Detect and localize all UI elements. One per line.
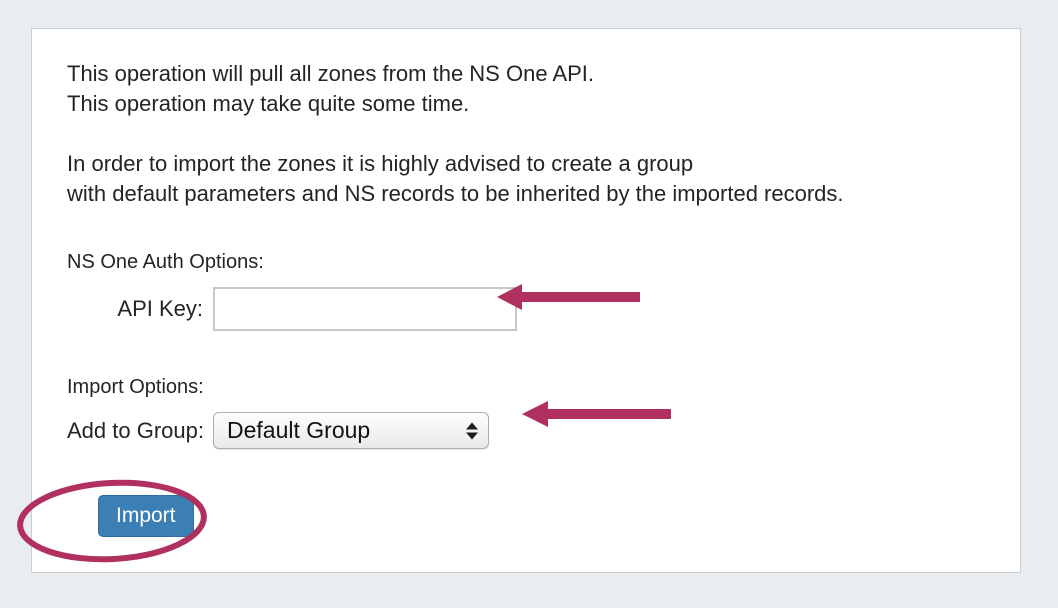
add-to-group-selected-value: Default Group <box>227 417 371 443</box>
api-key-label: API Key: <box>117 296 203 321</box>
intro-paragraph-1: This operation will pull all zones from … <box>67 61 595 116</box>
add-to-group-select[interactable]: Default Group <box>213 412 489 449</box>
api-key-input[interactable] <box>213 287 517 331</box>
add-to-group-select-wrap: Default Group <box>213 412 489 449</box>
panel-inner: This operation will pull all zones from … <box>67 59 1000 537</box>
add-to-group-label: Add to Group: <box>67 417 204 443</box>
api-key-row: API Key: <box>67 287 1000 331</box>
intro-paragraph-2: In order to import the zones it is highl… <box>67 151 844 206</box>
content-panel: This operation will pull all zones from … <box>31 28 1021 573</box>
import-button[interactable]: Import <box>98 495 194 537</box>
actions-row: Import <box>67 495 1000 537</box>
add-to-group-row: Add to Group: Default Group <box>67 412 1000 449</box>
auth-options-heading: NS One Auth Options: <box>67 251 264 273</box>
import-options-heading: Import Options: <box>67 376 204 398</box>
